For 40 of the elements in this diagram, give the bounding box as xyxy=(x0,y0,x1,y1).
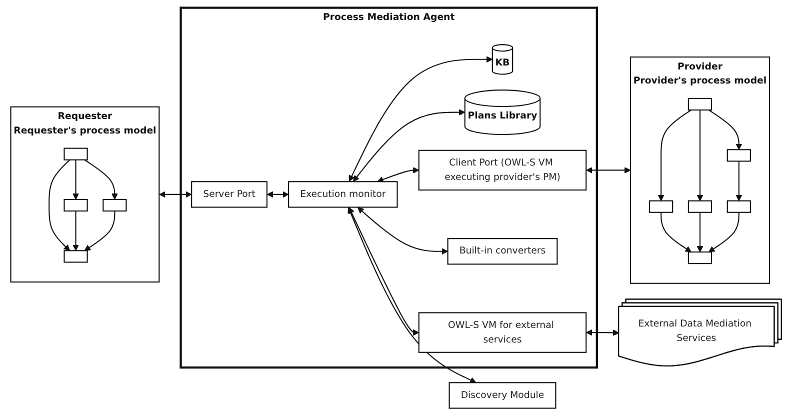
arrow xyxy=(84,159,118,200)
arrow xyxy=(72,160,80,200)
arrow xyxy=(349,56,494,182)
arrow xyxy=(348,207,477,384)
arrow xyxy=(697,110,704,202)
node-box: Discovery Module xyxy=(449,382,557,409)
arrow xyxy=(736,161,742,202)
node-box xyxy=(64,148,88,160)
cluster: Requester Requester's process model xyxy=(10,106,160,283)
node-box xyxy=(64,198,88,212)
arrow xyxy=(353,109,466,182)
arrow xyxy=(586,167,632,174)
node-box xyxy=(727,200,752,213)
arrow xyxy=(708,110,742,150)
node-box: Execution monitor xyxy=(288,181,398,208)
cluster: Provider Provider's process model xyxy=(630,56,770,284)
arrow xyxy=(708,212,740,252)
node-box: Built-in converters xyxy=(448,238,558,265)
node-box: Server Port xyxy=(191,181,268,208)
arrow xyxy=(349,207,420,336)
arrow xyxy=(697,212,704,252)
arrow xyxy=(586,329,620,336)
node-box xyxy=(688,200,712,213)
arrow xyxy=(160,191,192,198)
node-box: OWL-S VM for external services xyxy=(418,312,588,353)
node-box xyxy=(688,251,712,264)
arrow xyxy=(84,211,116,251)
node-box xyxy=(649,200,674,213)
arrow xyxy=(267,191,290,198)
arrow xyxy=(72,211,80,251)
arrow xyxy=(658,110,692,202)
arrow xyxy=(660,212,692,252)
arrow xyxy=(378,167,420,183)
arrow xyxy=(358,207,448,255)
node-box xyxy=(727,149,752,162)
node-box: Client Port (OWL-S VM executing provider's PM) xyxy=(418,150,588,191)
arrow xyxy=(48,159,71,251)
node-box xyxy=(688,98,712,111)
node-box xyxy=(103,198,128,212)
node-box xyxy=(64,250,88,263)
